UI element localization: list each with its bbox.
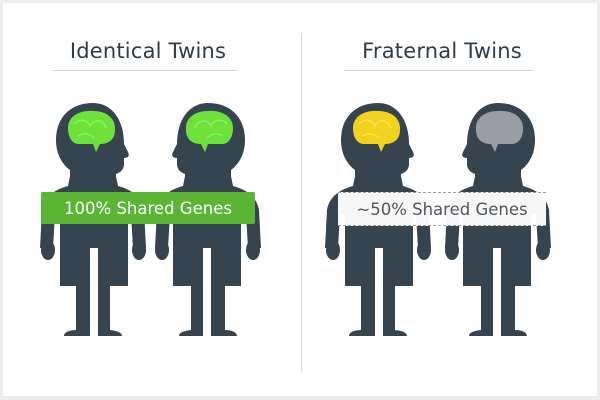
brain-icon — [68, 110, 116, 152]
shared-genes-band-identical: 100% Shared Genes — [41, 192, 255, 224]
brain-icon — [475, 110, 523, 152]
brain-icon — [185, 110, 233, 152]
panel-divider — [301, 33, 302, 371]
fraternal-twins-title: Fraternal Twins — [362, 39, 522, 63]
shared-genes-label: 100% Shared Genes — [64, 198, 232, 218]
fraternal-title-underline — [344, 70, 534, 71]
identical-twins-title: Identical Twins — [69, 39, 227, 63]
diagram-card: Identical Twins 100 — [3, 3, 597, 396]
identical-title-underline — [52, 70, 238, 71]
shared-genes-label: ~50% Shared Genes — [356, 199, 528, 219]
brain-icon — [353, 110, 401, 152]
shared-genes-band-fraternal: ~50% Shared Genes — [338, 192, 546, 226]
